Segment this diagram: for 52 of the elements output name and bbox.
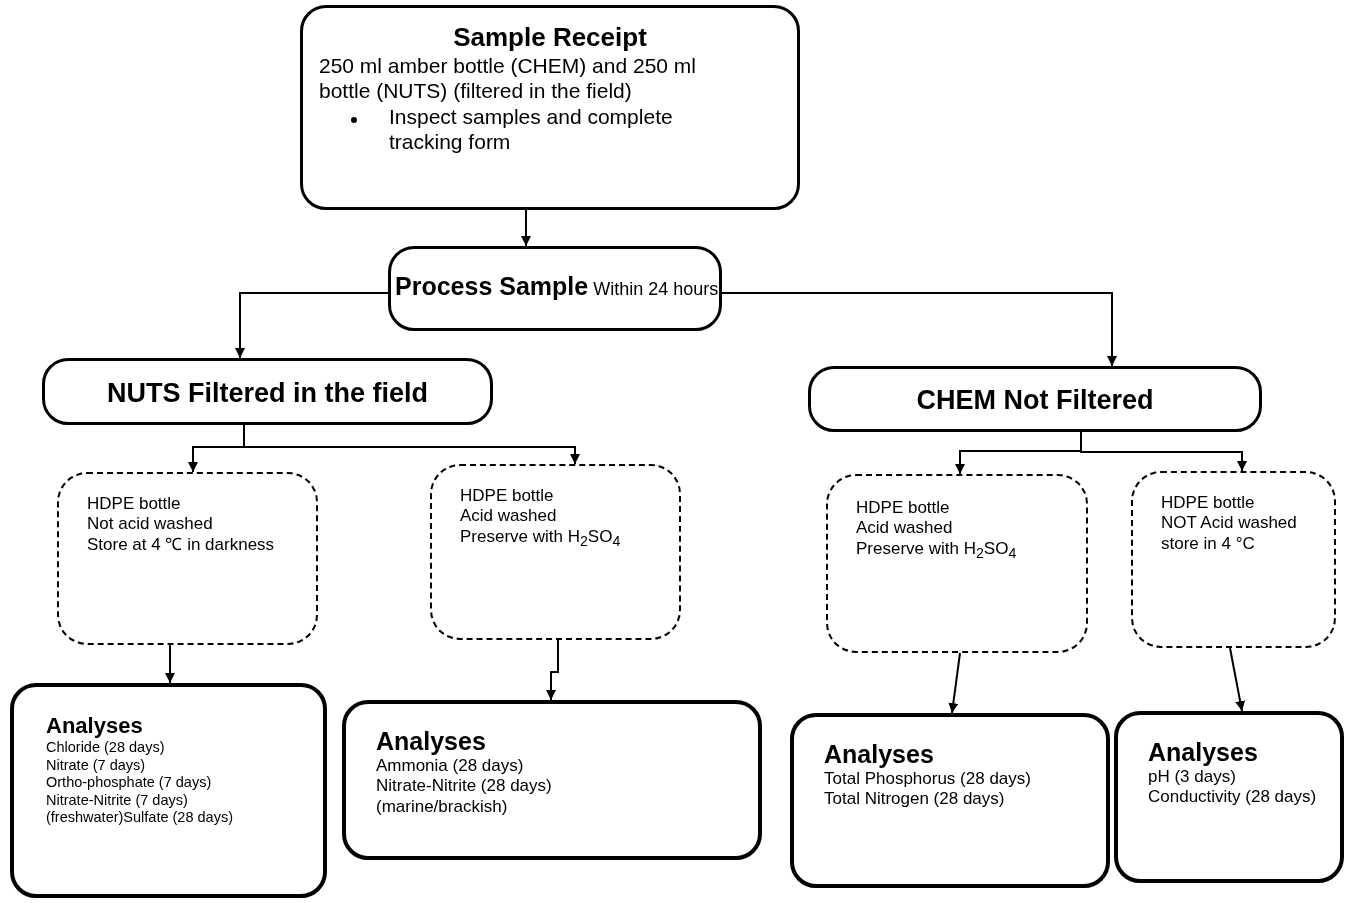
dashed-step-box: [57, 472, 318, 645]
analysis-item: pH (3 days): [1148, 767, 1237, 788]
box-text: Acid washed: [856, 518, 954, 539]
analysis-item: Conductivity (28 days): [1148, 787, 1318, 808]
analysis-item: Nitrate-Nitrite (7 days): [46, 791, 189, 809]
box-text: HDPE bottle: [460, 486, 555, 507]
analysis-item: Nitrate (7 days): [46, 756, 147, 775]
box-text: HDPE bottle: [856, 498, 951, 519]
analysis-item: Nitrate-Nitrite (28 days): [376, 776, 553, 797]
box-title: Analyses: [824, 739, 935, 769]
box-title: Sample Receipt: [452, 22, 648, 54]
dashed-step-box: [430, 464, 681, 640]
arrow: [948, 652, 961, 714]
process-box: [10, 683, 327, 898]
box-title: Analyses: [1148, 737, 1259, 767]
process-box: [790, 713, 1110, 888]
box-label: CHEM Not Filtered: [915, 384, 1155, 417]
box-text: NOT Acid washed store in 4 °C: [1161, 513, 1298, 555]
description: 250 ml amber bottle (CHEM) and 250 ml bottle (NUTS) (filtered in the field): [319, 53, 697, 104]
arrow: [521, 209, 531, 247]
box-text: Store at 4 ℃ in darkness: [87, 534, 276, 556]
analysis-item: Total Phosphorus (28 days): [824, 769, 1032, 790]
analysis-item: (marine/brackish): [376, 796, 509, 818]
arrow: [235, 292, 389, 359]
box-label: NUTS Filtered in the field: [106, 377, 429, 410]
process-box: [808, 366, 1262, 432]
analysis-item: (freshwater)Sulfate (28 days): [46, 808, 234, 827]
box-title: Analyses: [46, 713, 144, 740]
arrow: [721, 292, 1117, 367]
box-title: Analyses: [376, 726, 487, 756]
analysis-item: Ortho-phosphate (7 days): [46, 774, 213, 792]
box-text: Preserve with H$_{2}$SO$_{4}$: [856, 538, 1018, 563]
process-box: [42, 358, 493, 425]
arrow: [1229, 647, 1246, 712]
box-text: Preserve with H$_{2}$SO$_{4}$: [460, 526, 622, 551]
analysis-item: Ammonia (28 days): [376, 756, 525, 777]
box-text: Not acid washed: [87, 514, 214, 535]
arrow: [165, 644, 175, 684]
box-text: HDPE bottle: [87, 494, 182, 515]
bullet-text: Inspect samples and complete tracking form: [389, 103, 674, 154]
process-box: [1114, 711, 1344, 883]
analysis-item: Total Nitrogen (28 days): [824, 789, 1006, 810]
box-text: HDPE bottle: [1161, 493, 1256, 514]
process-box: [300, 5, 800, 210]
box-text: Acid washed: [460, 506, 558, 527]
arrow: [546, 639, 559, 701]
dashed-step-box: [826, 474, 1088, 653]
analysis-item: Chloride (28 days): [46, 739, 166, 757]
process-box: [388, 246, 722, 331]
dashed-step-box: [1131, 471, 1336, 648]
arrow: [243, 424, 580, 465]
process-box: [342, 700, 762, 860]
